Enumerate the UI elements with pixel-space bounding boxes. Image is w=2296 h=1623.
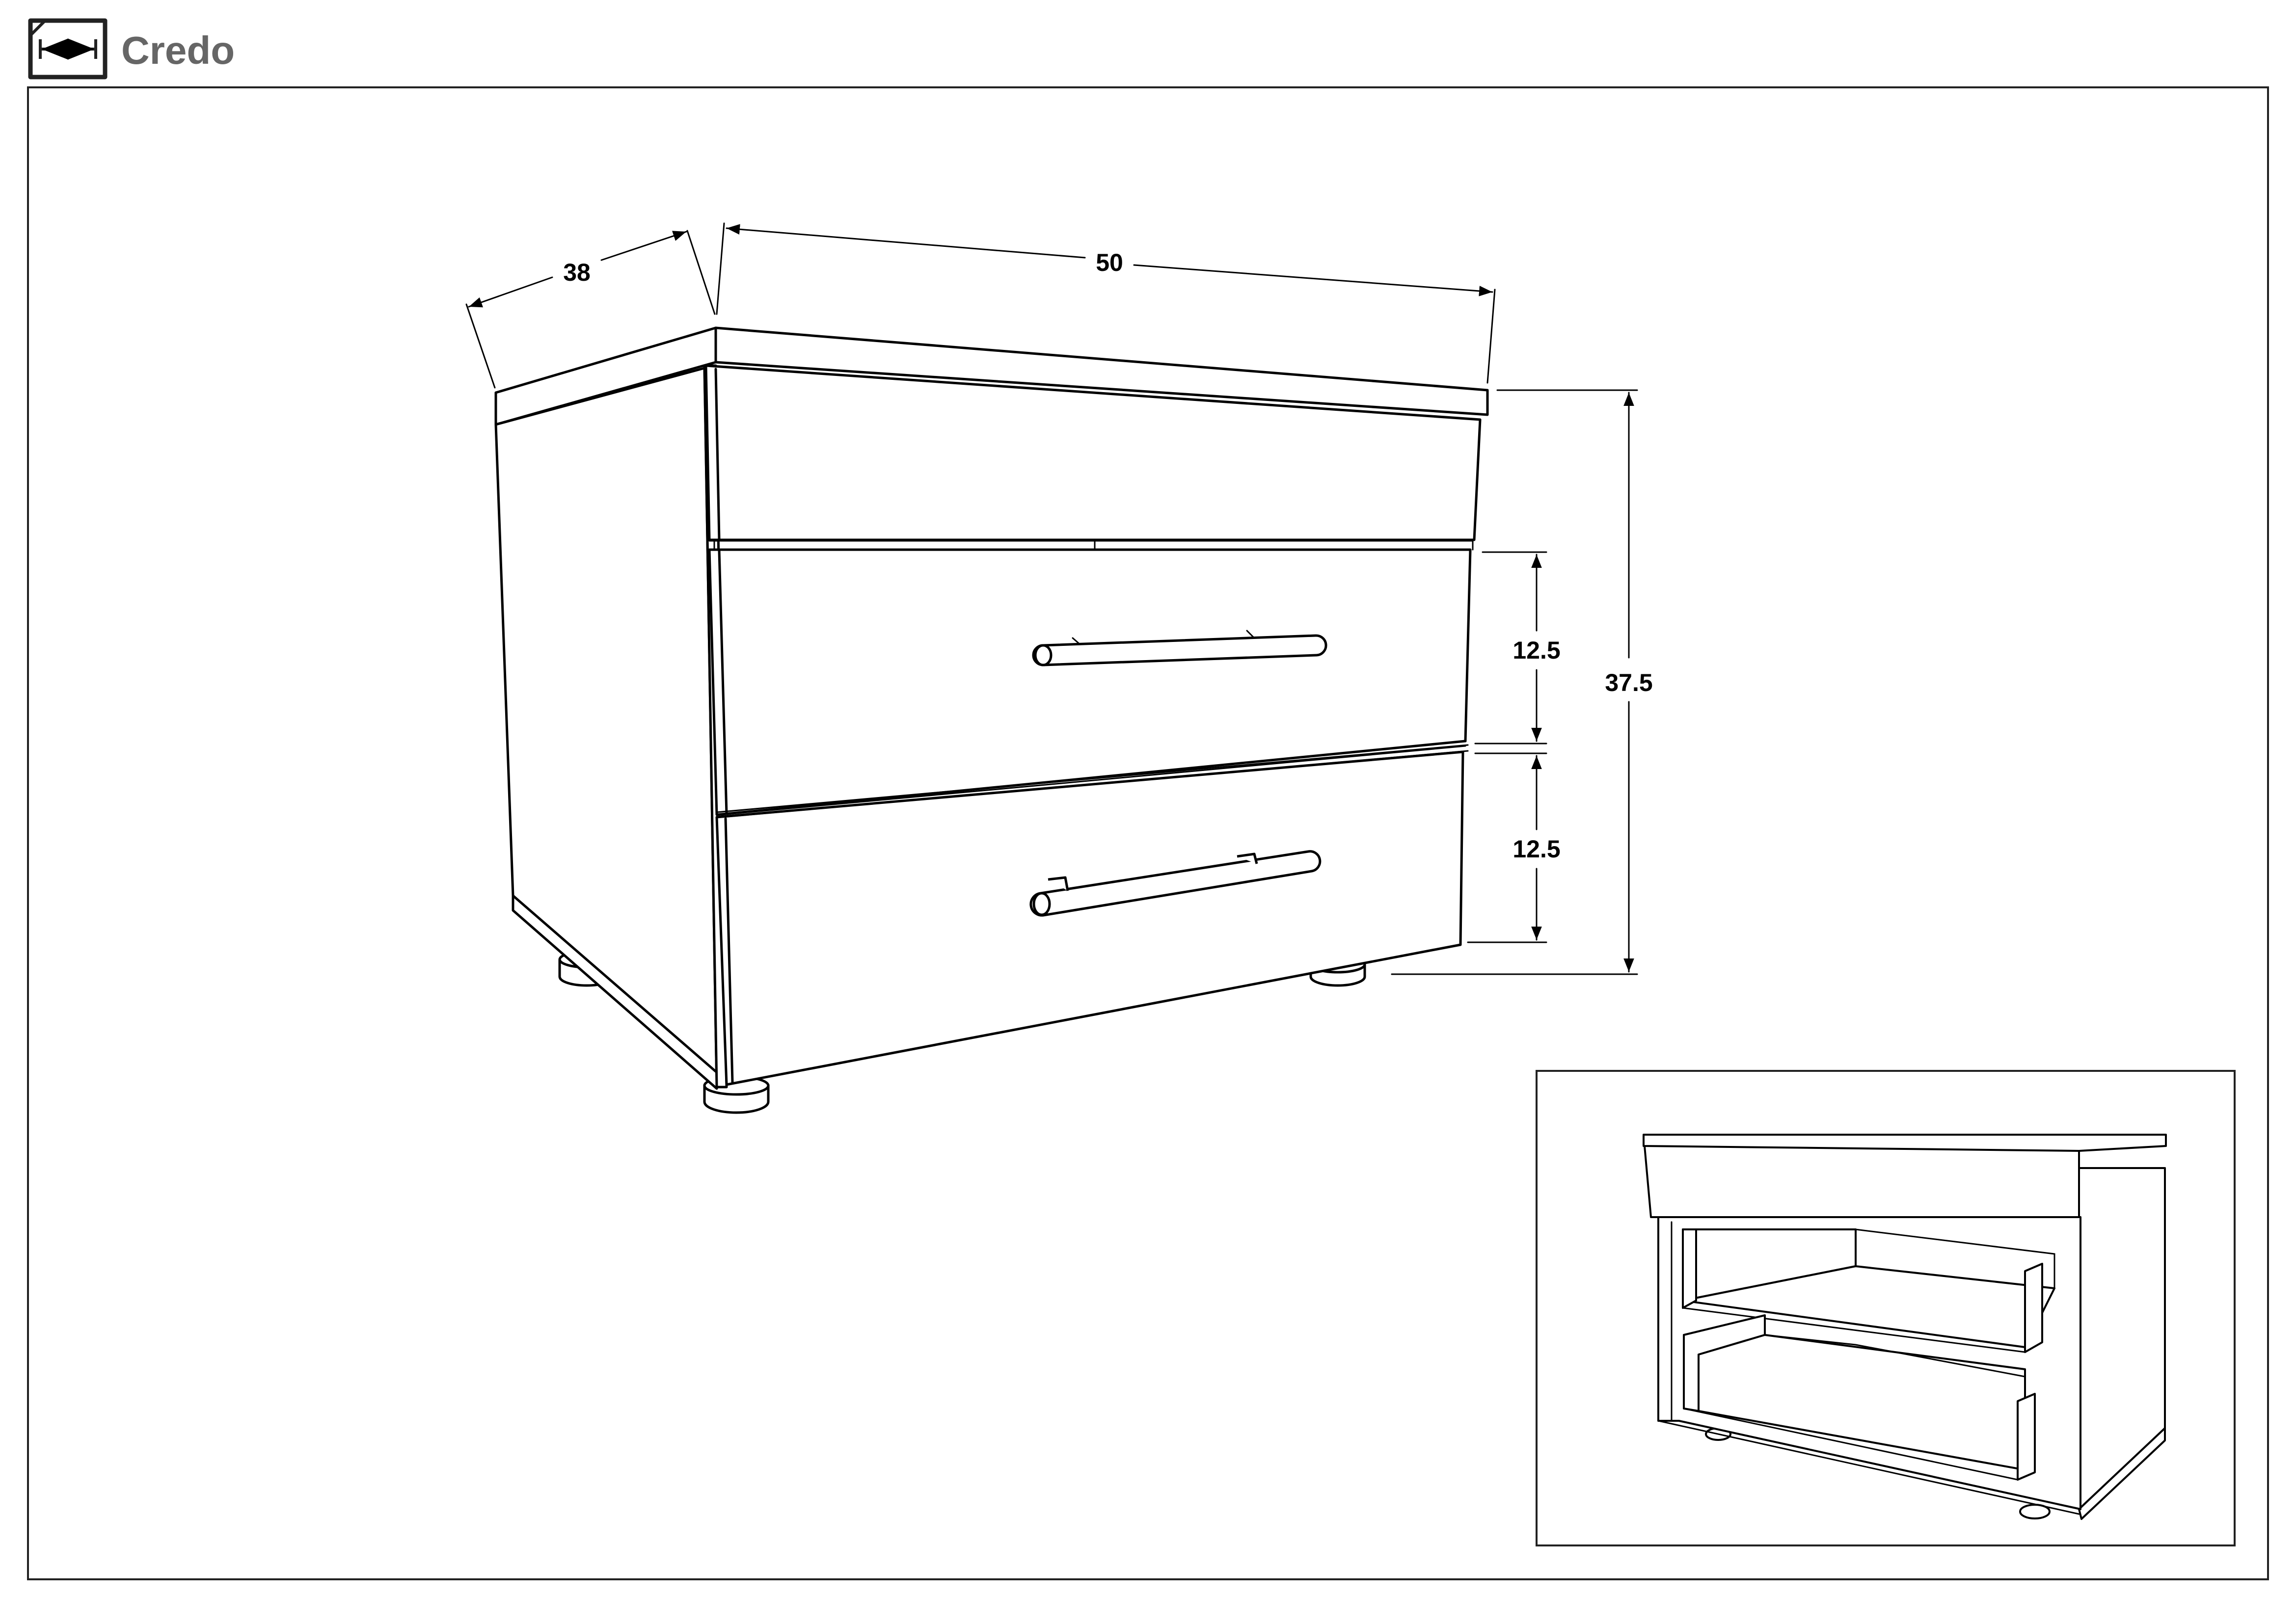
dimension-lower-drawer: 12.5 <box>1467 752 1561 943</box>
dimension-height: 37.5 <box>1391 389 1653 975</box>
nightstand-main-view <box>494 326 1489 1114</box>
main-frame <box>27 86 2269 1580</box>
upper-drawer-label: 12.5 <box>1513 637 1560 664</box>
dimension-depth: 38 <box>465 230 716 389</box>
top-drawer-front <box>704 364 1482 541</box>
width-label: 50 <box>1096 249 1123 276</box>
depth-label: 38 <box>563 259 591 286</box>
middle-drawer-front <box>708 548 1472 816</box>
inset-frame <box>1536 1070 2236 1546</box>
dimension-icon <box>28 18 108 80</box>
lower-drawer-label: 12.5 <box>1513 835 1560 863</box>
dimension-width: 50 <box>716 222 1496 384</box>
lower-drawer-handle <box>1029 850 1322 917</box>
height-label: 37.5 <box>1605 669 1652 696</box>
dimension-upper-drawer: 12.5 <box>1474 551 1561 745</box>
page-title: Credo <box>121 28 235 72</box>
inset-open-view <box>1536 1070 2236 1546</box>
middle-drawer-handle <box>1032 634 1327 666</box>
